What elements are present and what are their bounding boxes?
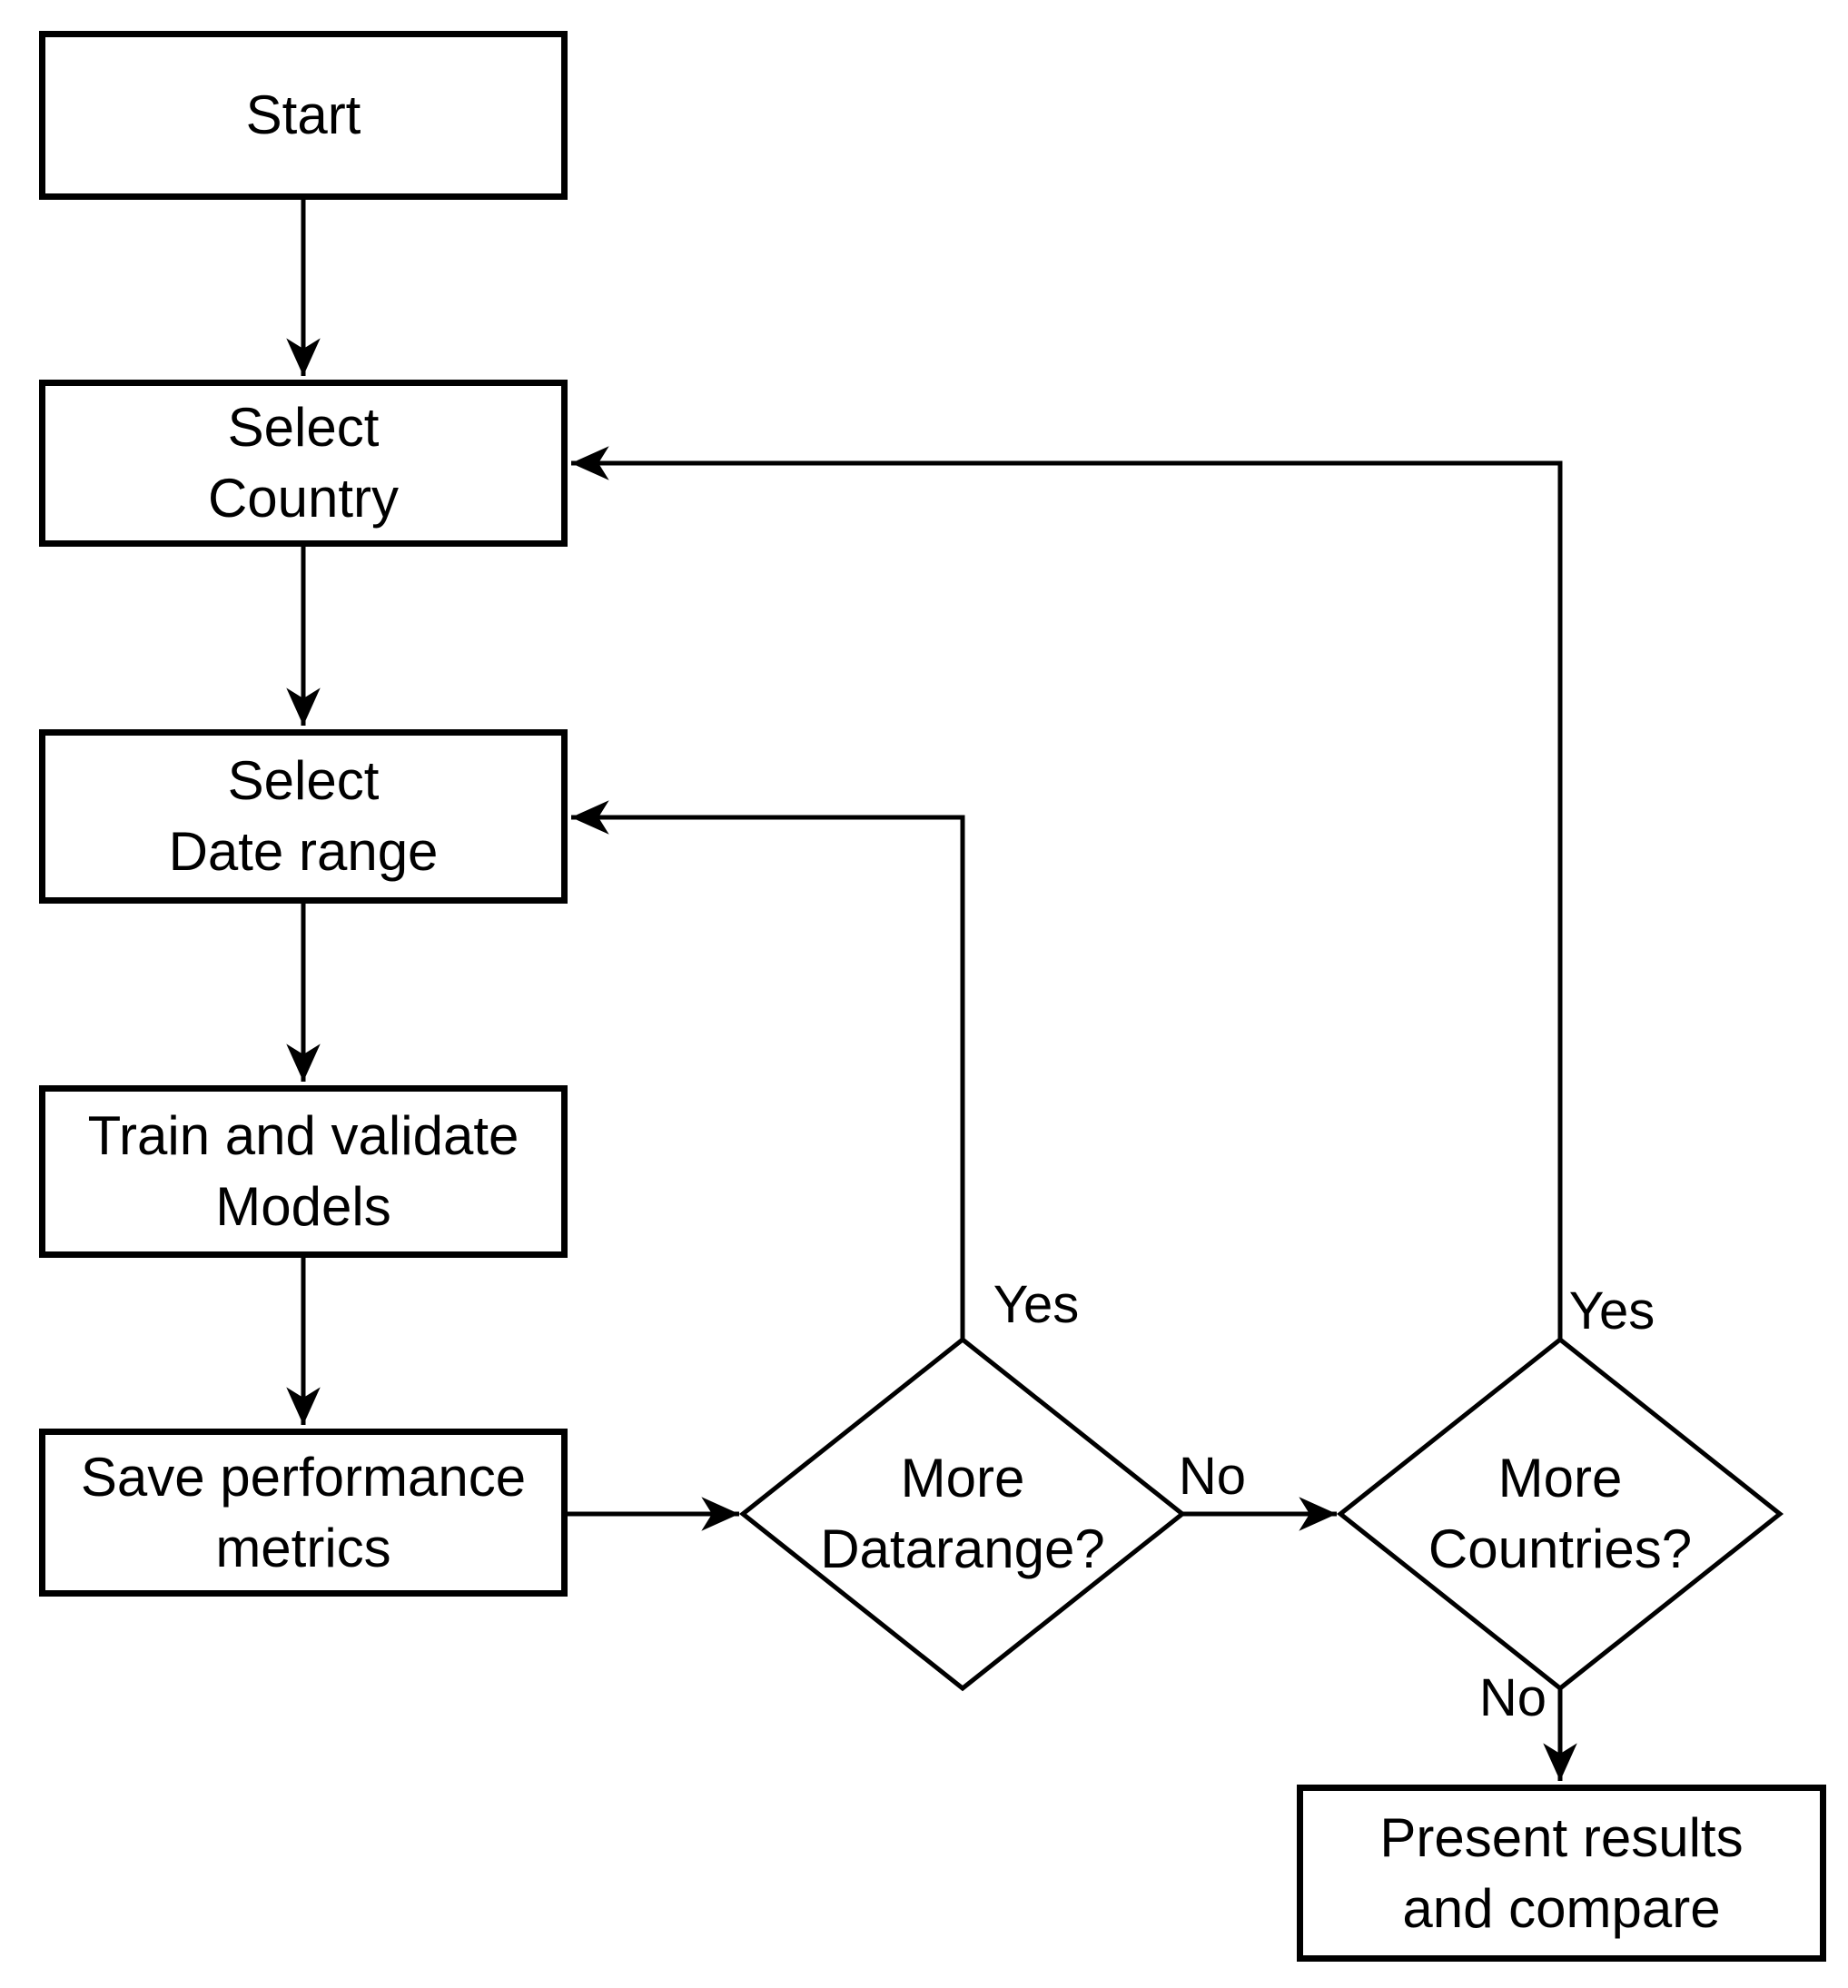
node-train-validate-label: Train and validate Models: [88, 1101, 519, 1242]
node-start-label: Start: [246, 80, 361, 151]
node-select-date-range-label: Select Date range: [169, 746, 439, 887]
node-train-validate-line2: Models: [215, 1176, 391, 1237]
node-more-countries-line1: More: [1497, 1448, 1623, 1508]
edge-more-countries-yes-to-select-country: [571, 446, 1563, 1340]
node-save-metrics-label: Save performance metrics: [81, 1442, 526, 1584]
node-start: Start: [39, 31, 568, 200]
node-save-metrics: Save performance metrics: [39, 1429, 568, 1597]
node-save-metrics-line1: Save performance: [80, 1446, 527, 1508]
node-select-date-range-line1: Select: [227, 750, 380, 811]
more-datarange-diamond: [738, 1336, 1187, 1692]
node-save-metrics-line2: metrics: [215, 1517, 391, 1578]
edge-label-countries-yes: Yes: [1568, 1281, 1655, 1340]
node-select-country: Select Country: [39, 380, 568, 547]
node-select-country-label: Select Country: [208, 392, 399, 534]
node-more-datarange-label: More Datarange?: [820, 1443, 1105, 1585]
edge-label-datarange-no: No: [1178, 1447, 1247, 1506]
node-start-label-line1: Start: [245, 84, 361, 145]
node-more-datarange-line1: More: [900, 1448, 1025, 1508]
node-present-results: Present results and compare: [1297, 1785, 1826, 1962]
edge-more-datarange-yes-to-date-range: [571, 800, 965, 1340]
edge-label-countries-no: No: [1478, 1668, 1547, 1727]
node-more-countries-label: More Countries?: [1428, 1443, 1692, 1585]
node-select-country-line1: Select: [227, 397, 380, 458]
node-select-date-range-line2: Date range: [168, 821, 439, 882]
node-more-datarange-line2: Datarange?: [820, 1518, 1105, 1579]
node-present-results-label: Present results and compare: [1379, 1803, 1743, 1944]
node-more-countries-line2: Countries?: [1428, 1518, 1693, 1579]
node-present-results-line1: Present results: [1379, 1806, 1744, 1868]
node-select-country-line2: Country: [207, 468, 400, 529]
edge-label-datarange-yes: Yes: [993, 1275, 1080, 1334]
node-select-date-range: Select Date range: [39, 729, 568, 904]
node-present-results-line2: and compare: [1402, 1877, 1721, 1939]
node-train-validate-line1: Train and validate: [87, 1105, 519, 1166]
node-train-validate: Train and validate Models: [39, 1085, 568, 1258]
